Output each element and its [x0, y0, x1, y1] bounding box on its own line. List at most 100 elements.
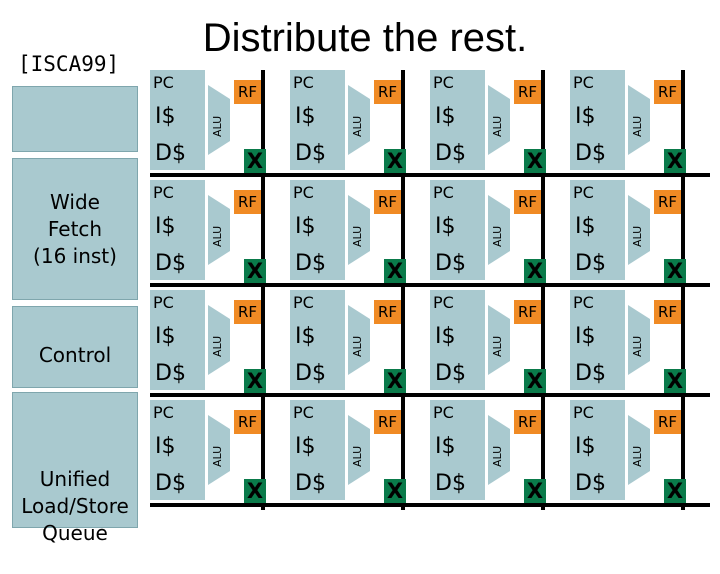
tile-router: X [664, 259, 686, 283]
tile-alu: ALU [348, 195, 370, 265]
tile-horizontal-wire [430, 173, 570, 177]
citation-reference: [ISCA99] [18, 52, 120, 76]
tile-horizontal-wire [570, 283, 710, 287]
tile-vertical-wire [541, 290, 545, 400]
tile-alu-label: ALU [211, 115, 224, 137]
tile-register-file: RF [374, 410, 401, 434]
tile-pc-label: PC [573, 183, 594, 202]
tile-alu-label: ALU [351, 335, 364, 357]
tile-register-file: RF [374, 80, 401, 104]
tile-alu-label: ALU [211, 225, 224, 247]
tile-horizontal-wire [430, 393, 570, 397]
tile-router: X [524, 369, 546, 393]
tile-pc-label: PC [573, 293, 594, 312]
tile-pc-label: PC [433, 73, 454, 92]
tile-icache-label: I$ [295, 104, 316, 129]
tile-alu-label: ALU [631, 115, 644, 137]
tile-pc-label: PC [433, 403, 454, 422]
tile-alu-label: ALU [631, 225, 644, 247]
tile-dcache-label: D$ [155, 251, 186, 276]
tile-register-file: RF [514, 300, 541, 324]
tile-vertical-wire [261, 70, 265, 180]
tile-register-file: RF [654, 410, 681, 434]
tile-alu-label: ALU [491, 445, 504, 467]
tile-alu-label: ALU [491, 115, 504, 137]
tile-router: X [524, 479, 546, 503]
tile-alu: ALU [348, 85, 370, 155]
tile-core-box: PC I$ D$ [150, 70, 205, 170]
tile-register-file: RF [234, 410, 261, 434]
tile-dcache-label: D$ [435, 361, 466, 386]
tile-router: X [524, 259, 546, 283]
load-store-queue-block: Unified Load/Store Queue [12, 392, 138, 545]
tile-alu: ALU [628, 415, 650, 485]
tile-register-file: RF [654, 80, 681, 104]
tile-icache-label: I$ [155, 104, 176, 129]
tile-icache-label: I$ [295, 324, 316, 349]
tile-horizontal-wire [150, 503, 290, 507]
load-store-queue-label: Unified Load/Store Queue [21, 467, 129, 545]
tile-register-file: RF [374, 190, 401, 214]
tile-pc-label: PC [573, 73, 594, 92]
tile-dcache-label: D$ [155, 141, 186, 166]
tile-vertical-wire [681, 290, 685, 400]
tile-icache-label: I$ [435, 104, 456, 129]
tile-alu-label: ALU [351, 115, 364, 137]
tile-dcache-label: D$ [295, 251, 326, 276]
tile-icache-label: I$ [435, 434, 456, 459]
tile-router: X [664, 479, 686, 503]
tile-router: X [664, 369, 686, 393]
tile-alu: ALU [208, 305, 230, 375]
tile-icache-label: I$ [435, 214, 456, 239]
tile-horizontal-wire [430, 503, 570, 507]
tile-dcache-label: D$ [295, 471, 326, 496]
tile-register-file: RF [234, 300, 261, 324]
tile-vertical-wire [401, 70, 405, 180]
tile-vertical-wire [681, 400, 685, 510]
tile-icache-label: I$ [155, 214, 176, 239]
tile-router: X [244, 479, 266, 503]
tile-alu: ALU [208, 85, 230, 155]
tile-alu-label: ALU [211, 335, 224, 357]
tile-pc-label: PC [293, 73, 314, 92]
wide-fetch-block: Wide Fetch (16 inst) [12, 158, 138, 300]
tile-horizontal-wire [430, 283, 570, 287]
tile-horizontal-wire [570, 173, 710, 177]
slide-title: Distribute the rest. [202, 16, 528, 60]
tile-icache-label: I$ [295, 214, 316, 239]
tile-router: X [384, 369, 406, 393]
tile-register-file: RF [654, 300, 681, 324]
tile-dcache-label: D$ [575, 141, 606, 166]
tile-register-file: RF [234, 80, 261, 104]
tile-horizontal-wire [290, 283, 430, 287]
tile-dcache-label: D$ [295, 361, 326, 386]
tile-icache-label: I$ [155, 434, 176, 459]
tile-dcache-label: D$ [575, 251, 606, 276]
tile-vertical-wire [541, 180, 545, 290]
tile-horizontal-wire [150, 393, 290, 397]
control-label: Control [38, 343, 112, 367]
tile-horizontal-wire [290, 173, 430, 177]
tile-pc-label: PC [153, 73, 174, 92]
tile-alu: ALU [348, 305, 370, 375]
tile-alu-label: ALU [631, 445, 644, 467]
tile-dcache-label: D$ [435, 471, 466, 496]
tile-router: X [524, 149, 546, 173]
tile-icache-label: I$ [575, 324, 596, 349]
